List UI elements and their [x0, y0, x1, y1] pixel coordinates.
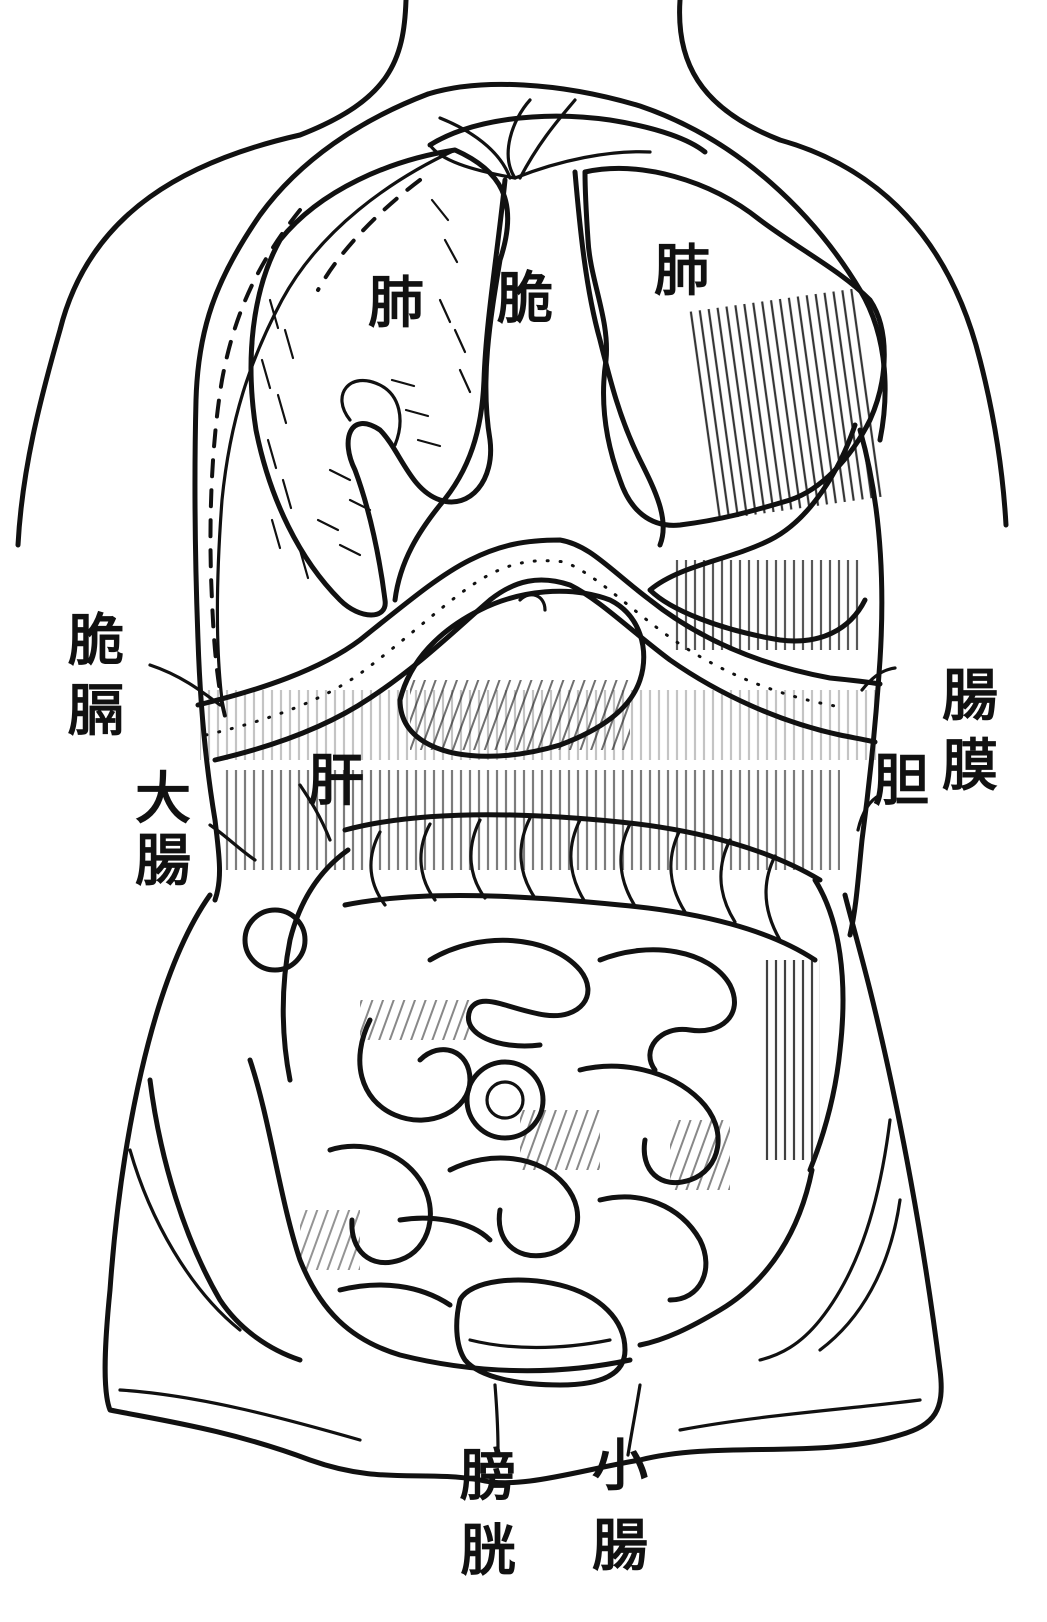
right-lung	[585, 169, 884, 650]
diaphragm-label-1: 脆	[68, 608, 124, 674]
small-intestine-label-1: 小	[592, 1433, 648, 1499]
mesentery-label-2: 膜	[942, 733, 998, 799]
small-intestine	[250, 940, 812, 1370]
lung-left-label: 肺	[368, 270, 424, 336]
small-intestine-label-2: 腸	[592, 1513, 648, 1579]
bladder-label-1: 膀	[460, 1443, 516, 1509]
left-lung	[251, 150, 508, 615]
diaphragm-label-2: 膈	[68, 678, 124, 744]
pericardium	[430, 100, 705, 178]
large-intestine-label-2: 腸	[135, 828, 191, 894]
heart	[395, 172, 663, 600]
lung-right-label: 肺	[654, 238, 710, 304]
heart-label: 脆	[497, 266, 553, 332]
liver-label: 肝	[308, 748, 364, 814]
bladder-label-2: 胱	[460, 1518, 516, 1584]
gallbladder-label: 胆	[873, 748, 929, 814]
large-intestine-label-1: 大	[135, 766, 191, 832]
mesentery-label-1: 腸	[942, 663, 998, 729]
